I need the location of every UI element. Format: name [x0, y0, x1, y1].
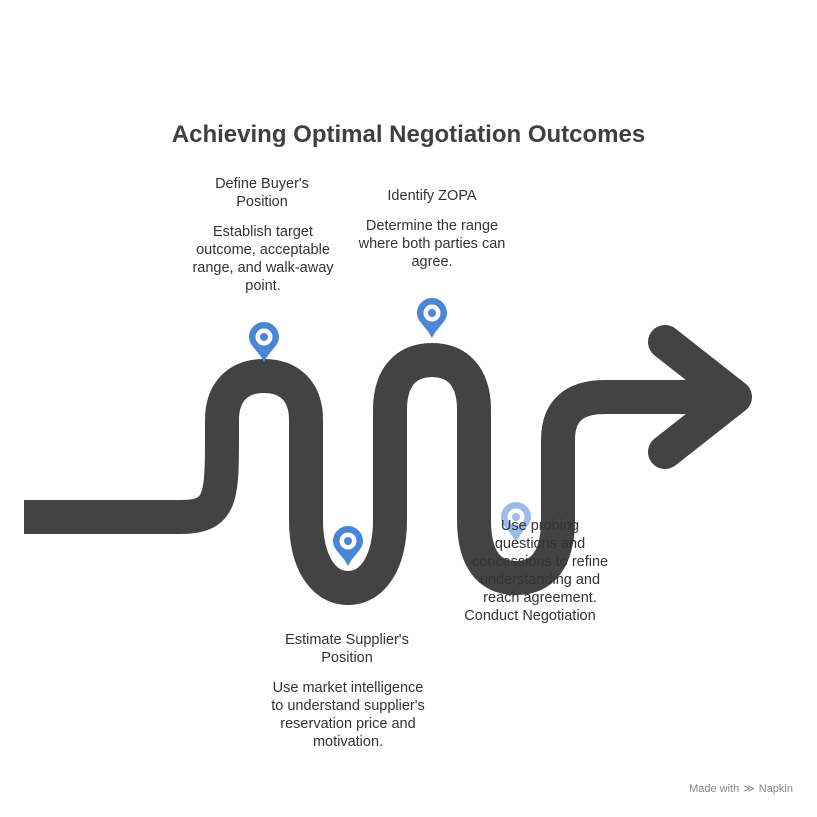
step-title-identify-zopa: Identify ZOPA	[387, 188, 477, 204]
step-desc-conduct-negotiation: Use probing questions and concessions to…	[471, 518, 609, 606]
map-pin-icon	[247, 320, 281, 364]
watermark-brand: Napkin	[758, 782, 793, 795]
step-title-estimate-supplier: Estimate Supplier's Position	[285, 632, 409, 666]
diagram-title: Achieving Optimal Negotiation Outcomes	[171, 121, 646, 148]
made-with-napkin-watermark: Made with ≫ Napkin	[689, 782, 793, 796]
step-title-define-buyer: Define Buyer's Position	[215, 176, 309, 210]
map-pin-icon	[331, 524, 365, 568]
step-desc-define-buyer: Establish target outcome, acceptable ran…	[192, 224, 334, 294]
step-desc-identify-zopa: Determine the range where both parties c…	[358, 218, 506, 270]
map-pin-icon	[415, 296, 449, 340]
step-title-conduct-negotiation: Conduct Negotiation	[464, 608, 596, 624]
step-desc-estimate-supplier: Use market intelligence to understand su…	[271, 680, 425, 750]
winding-road	[24, 343, 735, 605]
arrow-head	[648, 325, 752, 469]
napkin-logo-icon: ≫	[743, 783, 755, 795]
map-pin-icon	[499, 500, 533, 544]
watermark-prefix: Made with	[689, 782, 740, 795]
